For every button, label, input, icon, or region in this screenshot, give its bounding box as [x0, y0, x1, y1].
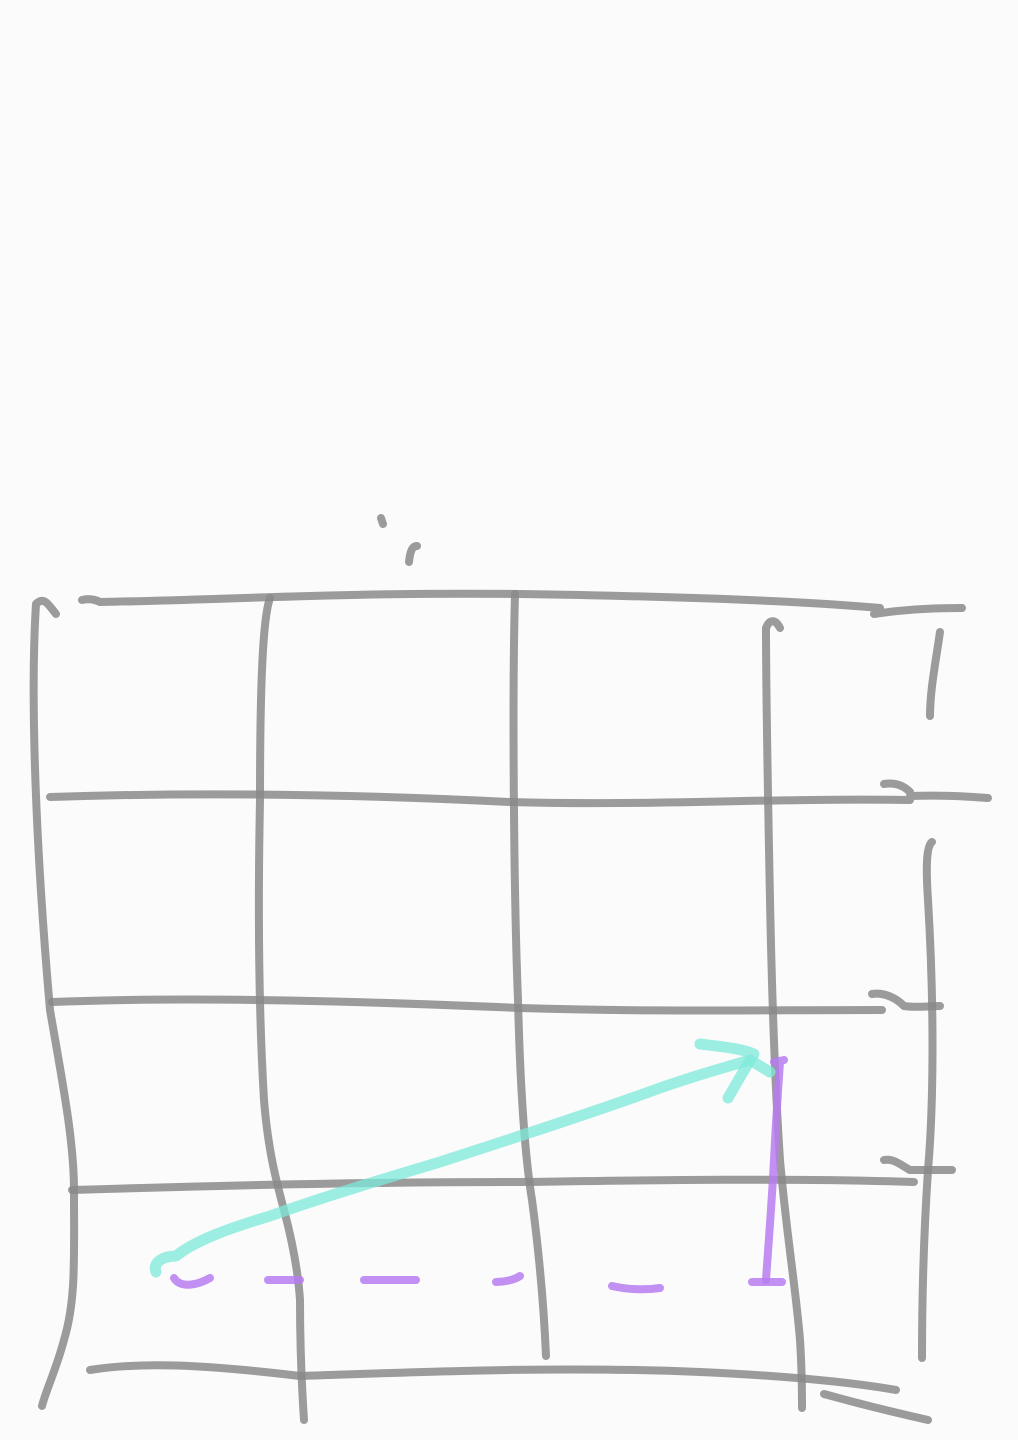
grid-line-right-upper	[926, 628, 944, 720]
grid-line-bottom-tail	[820, 1390, 932, 1424]
dashed-guide	[170, 1056, 788, 1294]
vertical-bracket	[762, 1056, 788, 1284]
grid-line-right	[918, 838, 937, 1362]
stray-mark	[405, 542, 421, 566]
grid-line-col-3	[509, 590, 550, 1360]
dash-segment	[492, 1272, 524, 1286]
grid-line-left	[29, 596, 79, 1410]
dash-segment	[608, 1282, 664, 1294]
grid-line-col-4	[762, 617, 806, 1412]
grid-line-row-2	[46, 779, 992, 808]
grid-line-top	[78, 589, 966, 618]
sketch-grid	[29, 514, 992, 1424]
arrow-shaft	[149, 1054, 776, 1278]
arrow-head	[694, 1038, 760, 1104]
grid-line-row-4	[68, 1155, 956, 1194]
sketch-arrow	[149, 1038, 776, 1278]
dash-segment	[170, 1274, 214, 1289]
grid-line-col-2	[254, 594, 308, 1424]
stray-mark	[377, 514, 387, 528]
